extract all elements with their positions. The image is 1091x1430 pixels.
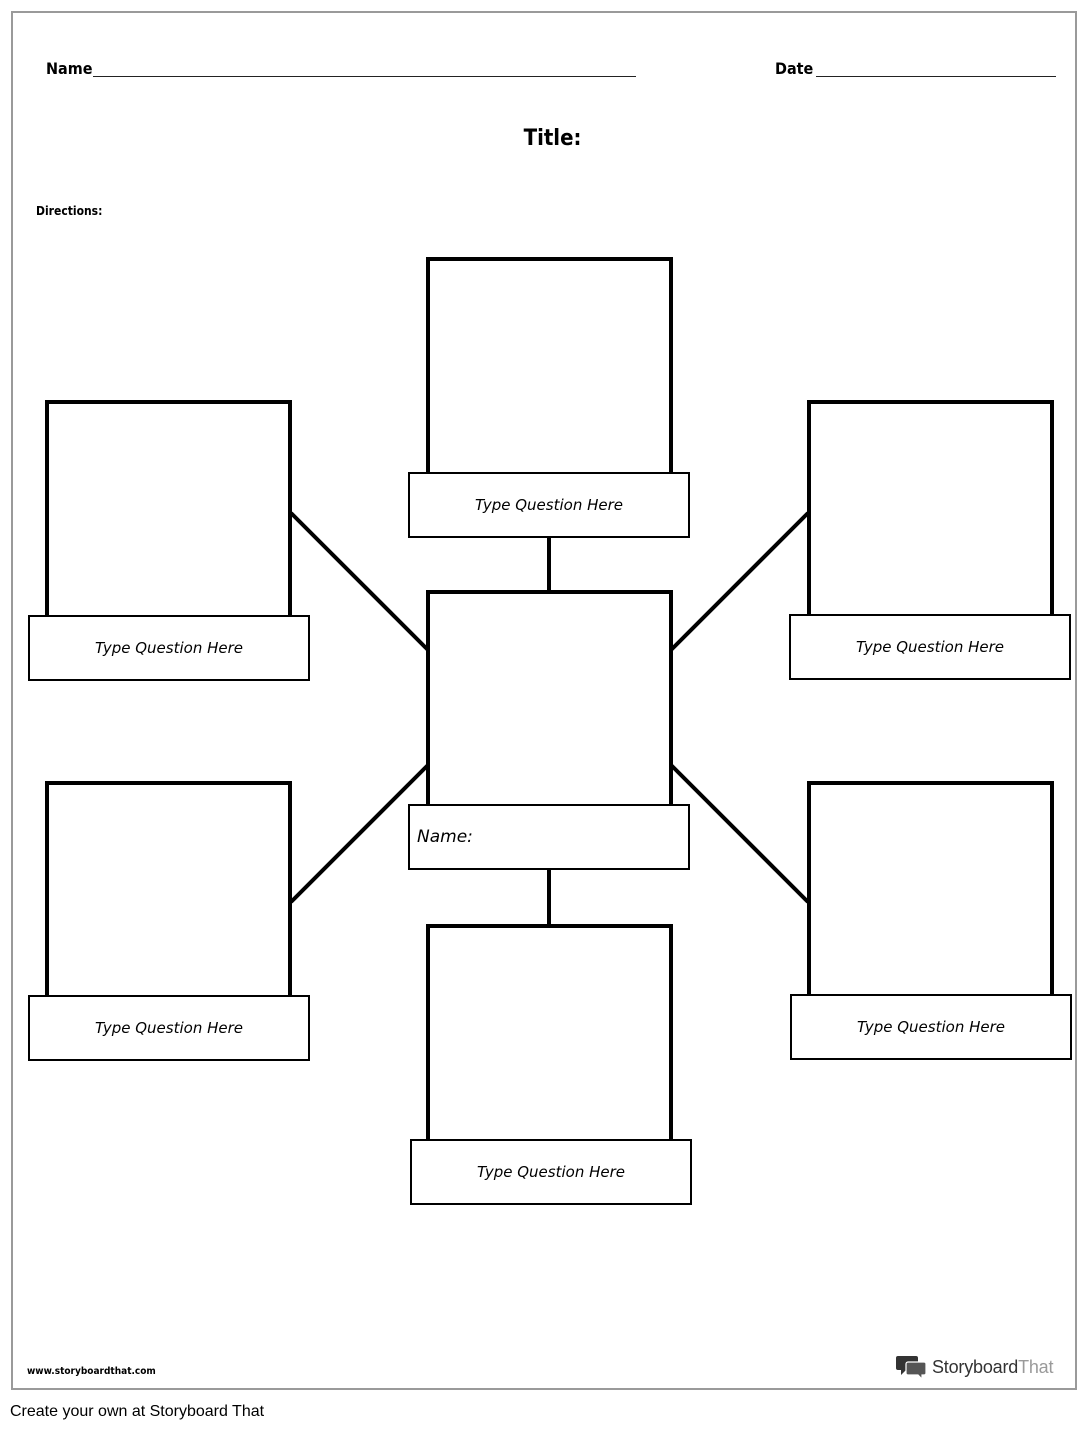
page-title: Title: [523, 126, 582, 151]
speech-bubbles-icon [896, 1356, 927, 1380]
lower-right-drawing-box[interactable] [807, 781, 1054, 1003]
upper-left-question-field[interactable]: Type Question Here [28, 615, 310, 681]
storyboardthat-logo[interactable]: StoryboardThat [896, 1354, 1053, 1380]
create-your-own-link[interactable]: Create your own at Storyboard That [10, 1403, 265, 1420]
bottom-drawing-box[interactable] [426, 924, 673, 1146]
directions-label: Directions: [36, 204, 103, 218]
date-line [816, 76, 1056, 77]
lower-left-drawing-box[interactable] [45, 781, 292, 1003]
upper-left-drawing-box[interactable] [45, 400, 292, 622]
brand-wordmark: StoryboardThat [932, 1357, 1053, 1378]
upper-right-drawing-box[interactable] [807, 400, 1054, 622]
name-label: Name [46, 59, 93, 78]
date-label: Date [775, 59, 814, 78]
upper-right-question-field[interactable]: Type Question Here [789, 614, 1071, 680]
name-line [93, 76, 636, 77]
lower-right-question-field[interactable]: Type Question Here [790, 994, 1072, 1060]
lower-left-question-field[interactable]: Type Question Here [28, 995, 310, 1061]
footer-url[interactable]: www.storyboardthat.com [27, 1366, 156, 1377]
center-drawing-box[interactable] [426, 590, 673, 812]
bottom-question-field[interactable]: Type Question Here [410, 1139, 692, 1205]
brand-wordmark-light: That [1018, 1356, 1054, 1377]
center-name-field[interactable]: Name: [408, 804, 690, 870]
brand-wordmark-dark: Storyboard [932, 1356, 1019, 1377]
top-question-field[interactable]: Type Question Here [408, 472, 690, 538]
top-drawing-box[interactable] [426, 257, 673, 479]
